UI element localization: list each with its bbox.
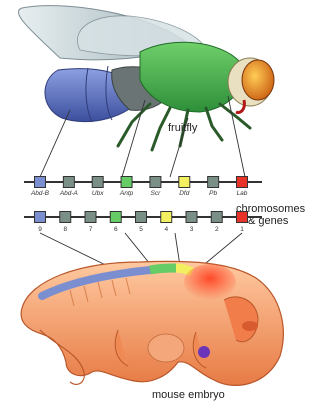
fruitfly-illustration xyxy=(18,6,274,150)
mouse-gene-row: 9 8 7 6 5 4 3 2 1 xyxy=(35,212,248,234)
mouse-embryo-label: mouse embryo xyxy=(152,389,225,401)
gene-label: 8 xyxy=(63,226,67,233)
gene-box xyxy=(35,212,46,223)
gene-label: 9 xyxy=(38,226,42,233)
fruitfly-label: fruitfly xyxy=(168,122,198,134)
gene-box xyxy=(136,212,147,223)
gene-label: 7 xyxy=(89,226,93,233)
gene-label: Abd-A xyxy=(59,190,78,197)
gene-label: Lab xyxy=(237,190,248,197)
gene-label: 2 xyxy=(215,226,219,233)
gene-box xyxy=(60,212,71,223)
mouse-embryo-illustration xyxy=(21,261,283,385)
gene-box xyxy=(85,212,96,223)
gene-box xyxy=(161,212,172,223)
gene-box xyxy=(63,177,74,188)
gene-label: Antp xyxy=(119,190,134,197)
gene-label: Dfd xyxy=(179,190,190,197)
embryo-eye xyxy=(198,346,210,358)
gene-box xyxy=(208,177,219,188)
gene-box xyxy=(35,177,46,188)
gene-box xyxy=(110,212,121,223)
gene-box xyxy=(186,212,197,223)
gene-box xyxy=(121,177,132,188)
gene-box xyxy=(92,177,103,188)
gene-label: 1 xyxy=(240,226,244,233)
gene-box xyxy=(150,177,161,188)
gene-label: 3 xyxy=(190,226,194,233)
gene-label: Scr xyxy=(151,190,162,197)
gene-label: Abd-B xyxy=(30,190,50,197)
gene-label: Pb xyxy=(209,190,217,197)
gene-label: Ubx xyxy=(92,190,104,197)
fly-gene-row: Abd-B Abd-A Ubx Antp Scr Dfd Pb Lab xyxy=(30,177,248,198)
fly-eye xyxy=(242,60,274,100)
gene-label: 4 xyxy=(164,226,168,233)
gene-box xyxy=(211,212,222,223)
gene-box xyxy=(237,212,248,223)
gene-label: 6 xyxy=(114,226,118,233)
gene-box xyxy=(179,177,190,188)
gene-box xyxy=(237,177,248,188)
gene-label: 5 xyxy=(139,226,143,233)
